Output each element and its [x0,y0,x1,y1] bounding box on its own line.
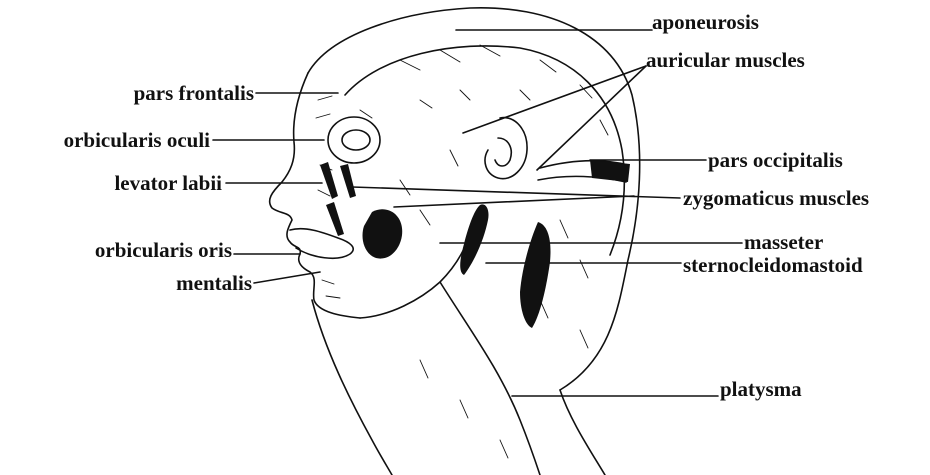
neck-back [560,390,605,475]
eye-orbit [328,117,380,163]
eye-lid [342,130,370,150]
label-levator-labii: levator labii [80,171,222,195]
levator-labii-strip-3 [326,202,344,236]
levator-labii-strip-2 [340,164,356,198]
label-zygomaticus-muscles: zygomaticus muscles [683,186,869,210]
label-orbicularis-oris: orbicularis oris [30,238,232,262]
label-auricular-muscles: auricular muscles [646,48,805,72]
head-outline [308,8,640,390]
sternocleidomastoid-muscle [520,222,551,328]
zygomaticus-muscle [460,204,488,275]
masseter-muscle [363,209,403,258]
neck-front [312,300,392,475]
label-pars-frontalis: pars frontalis [80,81,254,105]
label-masseter: masseter [744,230,823,254]
label-mentalis: mentalis [140,271,252,295]
ear-outline [485,118,527,179]
label-pars-occipitalis: pars occipitalis [708,148,843,172]
face-profile [270,73,360,318]
ear-inner [495,138,511,166]
label-platysma: platysma [720,377,802,401]
label-orbicularis-oculi: orbicularis oculi [8,128,210,152]
label-aponeurosis: aponeurosis [652,10,759,34]
levator-labii-strip-1 [320,162,338,199]
label-sternocleidomastoid: sternocleidomastoid [683,253,863,277]
